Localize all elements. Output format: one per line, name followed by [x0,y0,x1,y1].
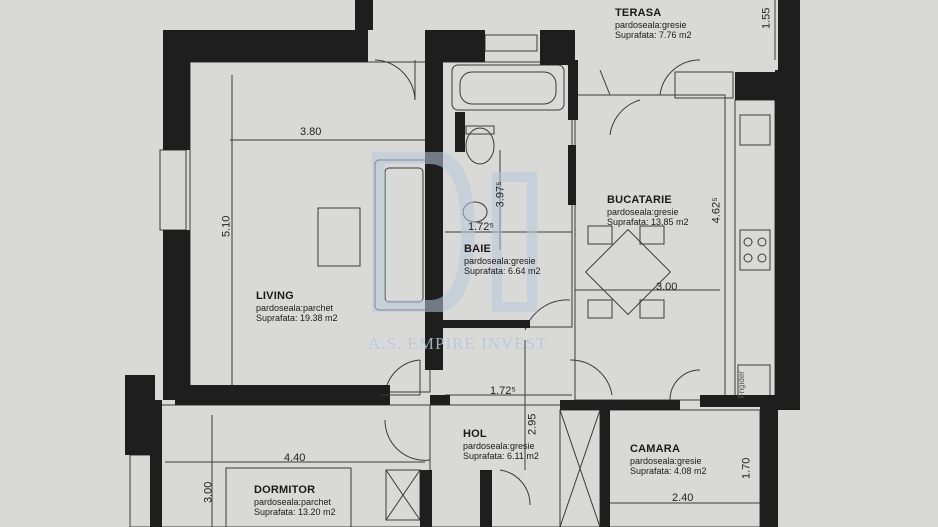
dimension-hol-width: 1.72⁵ [490,385,516,397]
room-floor: pardoseala:gresie [630,455,702,466]
room-area: Suprafata: 7.76 m2 [615,29,692,40]
dimension-terasa-height: 1.55 [760,7,773,30]
room-floor: pardoseala:parchet [254,496,332,507]
fridge-label: Frigider [736,371,746,399]
watermark-text: A.S. EMPIRE INVEST [368,334,548,353]
room-name: TERASA [615,7,662,19]
room-name: CAMARA [630,443,681,455]
room-bucatarie: BUCATARIE pardoseala:gresie Suprafata: 1… [607,194,689,227]
room-name: DORMITOR [254,484,316,496]
dimension-camara-height: 1.70 [740,457,753,480]
room-hol: HOL pardoseala:gresie Suprafata: 6.11 m2 [463,428,539,461]
room-living: LIVING pardoseala:parchet Suprafata: 19.… [256,290,338,323]
room-floor: pardoseala:gresie [464,255,536,266]
room-floor: pardoseala:gresie [615,19,687,30]
room-dormitor: DORMITOR pardoseala:parchet Suprafata: 1… [254,484,336,517]
dimension-living-height: 5.10 [220,215,233,238]
dimension-bucatarie-width: 3.00 [656,281,678,293]
dimension-living-width: 3.80 [300,126,322,138]
room-area: Suprafata: 6.64 m2 [464,265,541,276]
dimension-hol-height: 2.95 [526,413,539,436]
dimension-dormitor-height: 3.00 [202,481,215,504]
room-terasa: TERASA pardoseala:gresie Suprafata: 7.76… [615,7,692,40]
dimension-baie-height: 3.97⁵ [494,181,507,208]
dimension-baie-width: 1.72⁵ [468,221,494,233]
dimension-dormitor-width: 4.40 [284,452,306,464]
room-camara: CAMARA pardoseala:gresie Suprafata: 4.08… [630,443,707,476]
room-baie: BAIE pardoseala:gresie Suprafata: 6.64 m… [464,243,541,276]
room-floor: pardoseala:gresie [607,206,679,217]
room-floor: pardoseala:gresie [463,440,535,451]
room-name: HOL [463,428,487,440]
room-name: LIVING [256,290,294,302]
dimension-camara-width: 2.40 [672,492,694,504]
room-area: Suprafata: 4.08 m2 [630,465,707,476]
dimension-bucatarie-height: 4.62⁵ [710,197,723,224]
room-floor: pardoseala:parchet [256,302,334,313]
room-name: BAIE [464,243,492,255]
room-area: Suprafata: 13.85 m2 [607,216,689,227]
room-area: Suprafata: 19.38 m2 [256,312,338,323]
room-area: Suprafata: 6.11 m2 [463,450,539,461]
room-area: Suprafata: 13.20 m2 [254,506,336,517]
room-name: BUCATARIE [607,194,672,206]
watermark-logo [372,152,537,312]
